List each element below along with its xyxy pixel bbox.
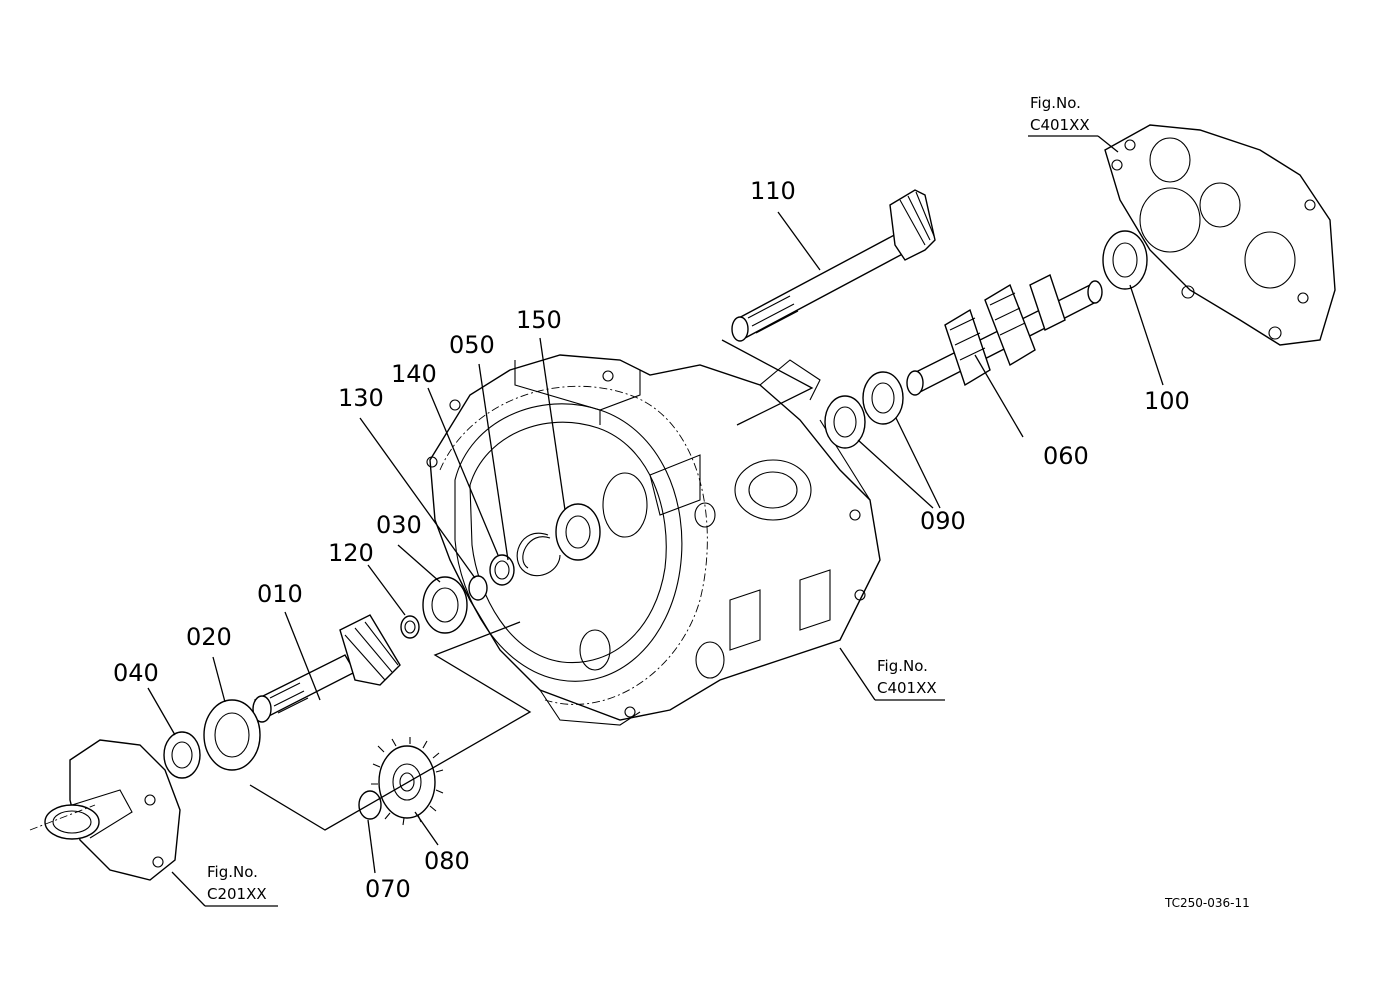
part-130-circlip <box>468 575 488 601</box>
part-100-bearing <box>1102 230 1148 290</box>
part-080-gear <box>371 737 444 826</box>
fig-ref-label-top-right: Fig.No. <box>1030 94 1081 112</box>
part-040-seal <box>163 731 201 779</box>
callout-120: 120 <box>328 539 374 567</box>
leader-lines <box>147 135 1164 907</box>
part-070-circlip <box>358 790 382 820</box>
part-120-ring <box>400 615 420 639</box>
rear-housing <box>1104 124 1336 346</box>
part-090-bearing-pair <box>824 371 904 449</box>
callout-090: 090 <box>920 507 966 535</box>
callout-010: 010 <box>257 580 303 608</box>
callout-040: 040 <box>113 659 159 687</box>
front-cover <box>29 739 181 881</box>
callout-070: 070 <box>365 875 411 903</box>
part-010-shaft-gear <box>252 614 401 723</box>
part-060-shaft-gear <box>906 274 1103 396</box>
part-140-ring <box>489 554 515 586</box>
part-050-snap-ring <box>516 532 561 577</box>
callout-110: 110 <box>750 177 796 205</box>
callout-150: 150 <box>516 306 562 334</box>
fig-ref-label-bottom-left: Fig.No. <box>207 863 258 881</box>
transmission-housing <box>426 354 881 726</box>
callout-140: 140 <box>391 360 437 388</box>
callout-060: 060 <box>1043 442 1089 470</box>
part-030-bearing <box>422 576 468 634</box>
callout-100: 100 <box>1144 387 1190 415</box>
callout-020: 020 <box>186 623 232 651</box>
part-150-bearing <box>555 503 601 561</box>
drawing-code: TC250-036-11 <box>1164 896 1250 910</box>
part-020-bearing <box>203 699 261 771</box>
fig-ref-top-right: C401XX <box>1030 116 1090 134</box>
part-110-shaft <box>731 189 936 342</box>
callout-030: 030 <box>376 511 422 539</box>
callout-080: 080 <box>424 847 470 875</box>
fig-ref-center: C401XX <box>877 679 937 697</box>
fig-ref-bottom-left: C201XX <box>207 885 267 903</box>
callout-130: 130 <box>338 384 384 412</box>
callout-050: 050 <box>449 331 495 359</box>
fig-ref-label-center: Fig.No. <box>877 657 928 675</box>
